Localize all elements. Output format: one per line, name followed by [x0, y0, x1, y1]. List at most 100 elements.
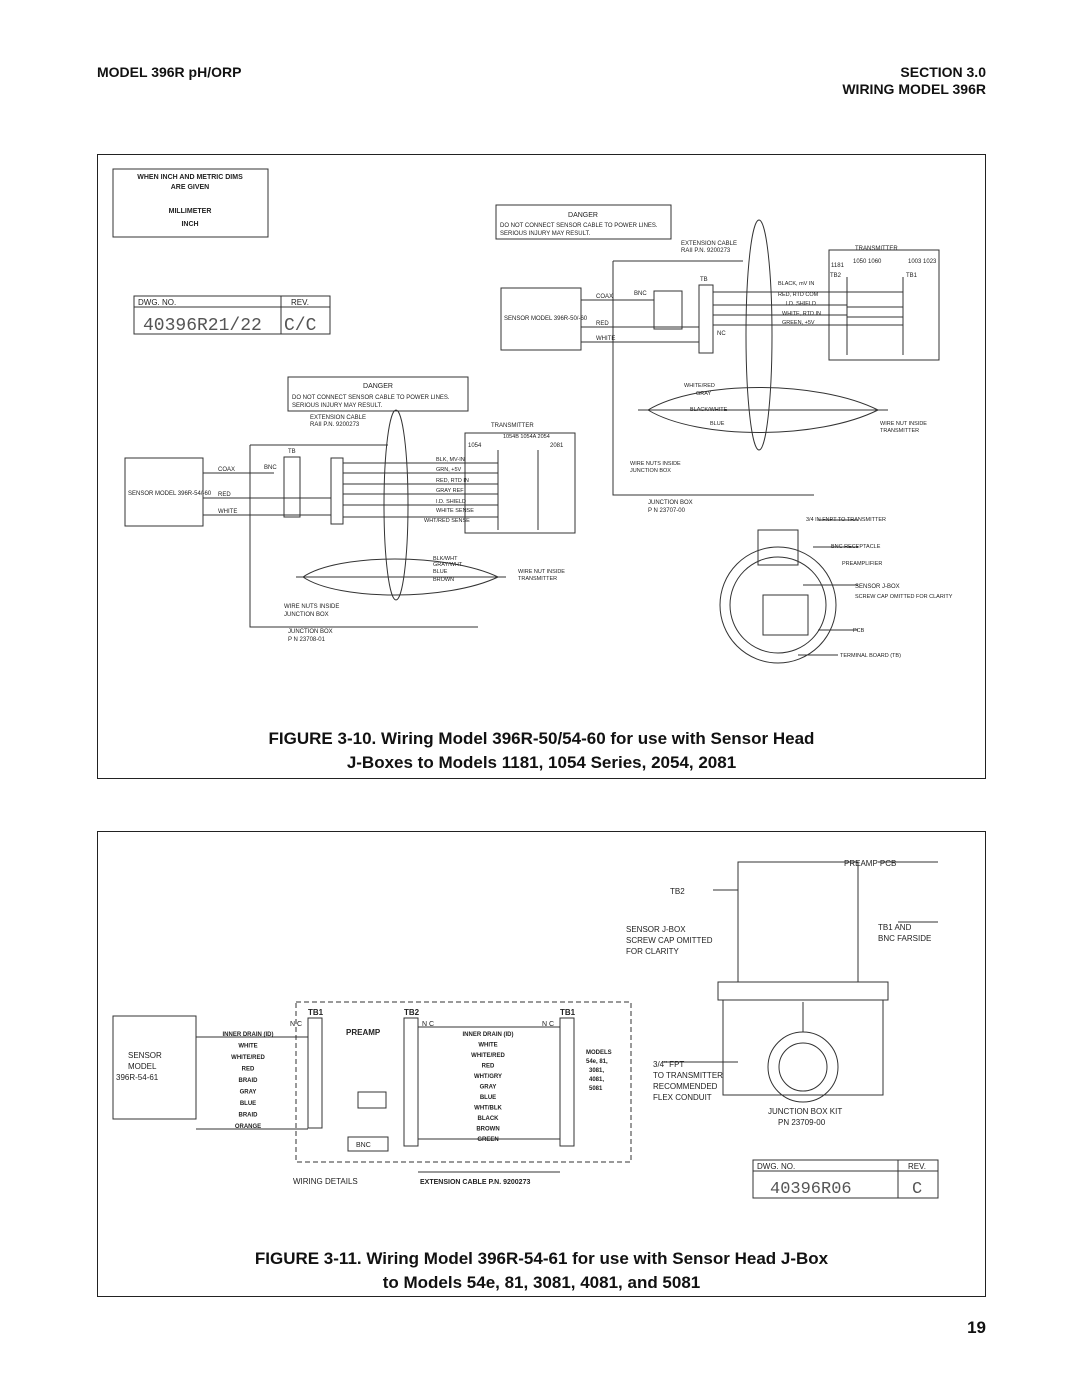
- tb-bottom: TB: [288, 449, 296, 455]
- jbox-kit-1: JUNCTION BOX KIT: [768, 1107, 842, 1116]
- left-wire-label-3: WHITE/RED: [231, 1055, 265, 1061]
- wire-nuts-tx-top-1: WIRE NUT INSIDE: [880, 421, 927, 427]
- figure-3-11-diagram: PREAMP PCB TB2 SENSOR J-BOX SCREW CAP OM…: [112, 859, 939, 1199]
- wiring-details: WIRING DETAILS: [293, 1177, 358, 1186]
- dims-inch: INCH: [181, 221, 198, 228]
- wire-green: GREEN, +5V: [782, 320, 815, 326]
- wire-nuts-tx-bottom-1: WIRE NUT INSIDE: [518, 569, 565, 575]
- danger-text-bottom-1: DO NOT CONNECT SENSOR CABLE TO POWER LIN…: [292, 395, 450, 401]
- dims-note-line1: WHEN INCH AND METRIC DIMS: [137, 174, 243, 181]
- figure-3-10-diagram: WHEN INCH AND METRIC DIMS ARE GIVEN MILL…: [112, 168, 953, 664]
- dims-mm: MILLIMETER: [169, 208, 212, 215]
- w-id-shield: I.D. SHIELD: [436, 499, 466, 505]
- tb1-left: TB1: [308, 1008, 324, 1017]
- tb1-top: TB1: [906, 273, 918, 279]
- left-wire-label-5: BRAID: [239, 1078, 259, 1084]
- dwg-number-2: 40396R06: [770, 1180, 852, 1199]
- left-wire-label-9: ORANGE: [235, 1124, 261, 1130]
- ext-cable-2: EXTENSION CABLE P.N. 9200273: [420, 1179, 530, 1186]
- mid-wire-label-8: WHT/BLK: [474, 1106, 502, 1112]
- tb-top: TB: [700, 277, 708, 283]
- coax-top: COAX: [596, 294, 613, 300]
- mid-wire-label-6: GRAY: [480, 1085, 497, 1091]
- figure-3-10-caption-1: FIGURE 3-10. Wiring Model 396R-50/54-60 …: [268, 729, 815, 748]
- bundle-gray: GRAY: [696, 391, 712, 397]
- left-wire-label-8: BRAID: [239, 1113, 259, 1119]
- screw-cap-2-1: SCREW CAP OMITTED: [626, 936, 713, 945]
- bundle-white-red: WHITE/RED: [684, 383, 715, 389]
- fpt-3: RECOMMENDED: [653, 1082, 718, 1091]
- w-wht-red: WHT/RED SENSE: [424, 518, 470, 524]
- running-header-title: WIRING MODEL 396R: [842, 81, 986, 97]
- sensor-jbox-2: SENSOR J-BOX: [626, 925, 686, 934]
- jbox-bottom-2: P N 23708-01: [288, 637, 326, 643]
- nc-left: N C: [290, 1021, 302, 1028]
- tb1-and: TB1 AND: [878, 923, 912, 932]
- fpt-4: FLEX CONDUIT: [653, 1093, 712, 1102]
- screw-cap-1: SCREW CAP OMITTED FOR CLARITY: [855, 594, 953, 600]
- pcb-label: PCB: [853, 628, 865, 634]
- wire-nuts-tx-bottom-2: TRANSMITTER: [518, 576, 557, 582]
- sensor-model-2-1: SENSOR: [128, 1051, 162, 1060]
- models-4: 4081,: [589, 1077, 604, 1083]
- mid-wire-label-11: GREEN: [477, 1137, 498, 1143]
- fpt-1: 3/4" FPT: [653, 1060, 684, 1069]
- wire-white-rtd: WHITE, RTD IN: [782, 311, 821, 317]
- mid-wire-label-9: BLACK: [478, 1116, 500, 1122]
- danger-title-bottom: DANGER: [363, 383, 393, 390]
- col-1050: 1050 1060: [853, 259, 882, 265]
- sensor-jbox-1: SENSOR J-BOX: [855, 584, 900, 590]
- col-1054ab: 1054B 1054A 2054: [503, 434, 550, 440]
- fpt-2: TO TRANSMITTER: [653, 1071, 723, 1080]
- figure-3-11-box: PREAMP PCB TB2 SENSOR J-BOX SCREW CAP OM…: [97, 831, 986, 1297]
- tb2-top: TB2: [830, 273, 842, 279]
- models-1: MODELS: [586, 1050, 612, 1056]
- wire-nuts-bottom-1: WIRE NUTS INSIDE: [284, 604, 339, 610]
- tb1-right: TB1: [560, 1008, 576, 1017]
- npt-label: 3/4 IN FNPT TO TRANSMITTER: [806, 517, 886, 523]
- dwg-label-2: DWG. NO.: [757, 1162, 795, 1171]
- sensor-model-bottom: SENSOR MODEL 396R-54/-60: [128, 491, 212, 497]
- wire-nuts-bottom-2: JUNCTION BOX: [284, 612, 329, 618]
- rev-value-1: C/C: [284, 316, 317, 336]
- screw-cap-2-2: FOR CLARITY: [626, 947, 680, 956]
- nc-right: N C: [542, 1021, 554, 1028]
- dwg-label-1: DWG. NO.: [138, 298, 176, 307]
- bnc-farside: BNC FARSIDE: [878, 934, 931, 943]
- left-wire-label-7: BLUE: [240, 1101, 256, 1107]
- jbox-top-2: P N 23707-00: [648, 508, 686, 514]
- red-bottom: RED: [218, 492, 231, 498]
- coax-bottom: COAX: [218, 467, 235, 473]
- w-red-rtd: RED, RTD IN: [436, 478, 469, 484]
- wire-nuts-top-2: JUNCTION BOX: [630, 468, 671, 474]
- figure-3-11-caption-2: to Models 54e, 81, 3081, 4081, and 5081: [382, 1273, 701, 1292]
- w-grn: GRN, +5V: [436, 467, 462, 473]
- tb2-mid: TB2: [404, 1008, 420, 1017]
- rev-value-2: C: [912, 1180, 922, 1199]
- models-2: 54e, 81,: [586, 1059, 608, 1065]
- jbox-bottom-1: JUNCTION BOX: [288, 629, 333, 635]
- bundle-blue-top: BLUE: [710, 421, 725, 427]
- wire-black-mv: BLACK, mV IN: [778, 281, 814, 287]
- jbox-kit-2: PN 23709-00: [778, 1118, 826, 1127]
- left-wire-label-2: WHITE: [238, 1044, 257, 1050]
- mid-wire-label-7: BLUE: [480, 1095, 496, 1101]
- figure-3-10-box: WHEN INCH AND METRIC DIMS ARE GIVEN MILL…: [97, 154, 986, 779]
- preamplifier-label: PREAMPLIFIER: [842, 561, 882, 567]
- ext-cable-top-1: EXTENSION CABLE: [681, 241, 737, 247]
- col-1181: 1181: [831, 263, 845, 269]
- left-wire-label-4: RED: [242, 1067, 255, 1073]
- preamp-label: PREAMP: [346, 1028, 381, 1037]
- sensor-model-top: SENSOR MODEL 396R-50/-60: [504, 316, 588, 322]
- nc-top: NC: [717, 331, 726, 337]
- ext-cable-bottom-1: EXTENSION CABLE: [310, 415, 366, 421]
- white-bottom: WHITE: [218, 509, 237, 515]
- wire-id-shield: I.D. SHIELD: [786, 301, 816, 307]
- danger-text-bottom-2: SERIOUS INJURY MAY RESULT.: [292, 403, 382, 409]
- mid-wire-label-10: BROWN: [476, 1127, 499, 1133]
- transmitter-top: TRANSMITTER: [855, 246, 898, 252]
- bundle-blue-bottom: BLUE: [433, 569, 448, 575]
- sensor-model-2-2: MODEL: [128, 1062, 157, 1071]
- models-5: 5081: [589, 1086, 603, 1092]
- dims-note-line2: ARE GIVEN: [171, 184, 210, 191]
